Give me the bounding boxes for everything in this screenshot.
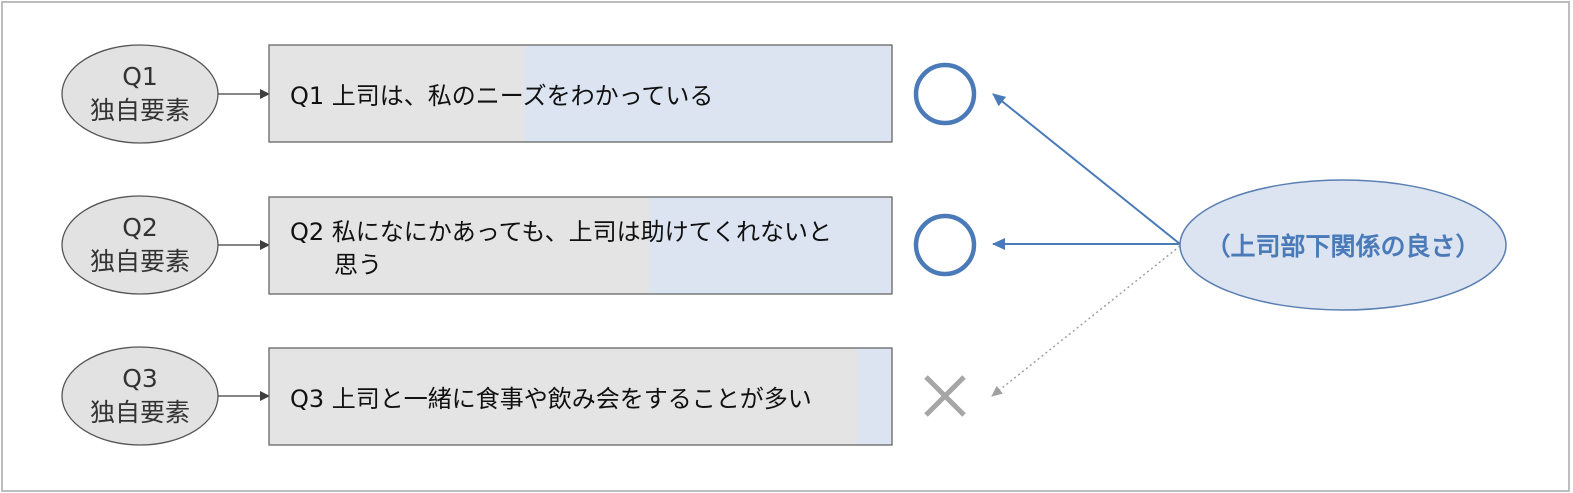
q1-node-sublabel: 独自要素 xyxy=(90,96,190,125)
common-factor-label: （上司部下関係の良さ） xyxy=(1205,232,1480,261)
common-factor-node xyxy=(1179,179,1507,311)
q2-question-text: Q2 私になにかあっても、上司は助けてくれないと xyxy=(290,218,832,246)
q2-unique-factor-node xyxy=(61,195,219,295)
q2-question-text-line2: 思う xyxy=(334,251,382,279)
question-row-q2: Q2 独自要素 Q2 私になにかあっても、上司は助けてくれないと 思う xyxy=(61,195,977,295)
q2-circle-mark xyxy=(913,213,977,277)
q3-question-box xyxy=(268,347,893,446)
q3-node-sublabel: 独自要素 xyxy=(90,398,190,427)
q1-node-label: Q1 xyxy=(122,62,158,91)
q2-node-label: Q2 xyxy=(122,213,158,242)
q1-unique-factor-node xyxy=(61,44,219,144)
q1-question-text: Q1 上司は、私のニーズをわかっている xyxy=(290,82,713,110)
q1-circle-mark xyxy=(913,62,977,126)
question-row-q3: Q3 独自要素 Q3 上司と一緒に食事や飲み会をすることが多い xyxy=(61,346,966,446)
q2-node-sublabel: 独自要素 xyxy=(90,247,190,276)
q1-question-box xyxy=(268,44,893,143)
q2-question-box xyxy=(268,196,893,295)
question-row-q1: Q1 独自要素 Q1 上司は、私のニーズをわかっている xyxy=(61,44,977,144)
q3-unique-factor-node xyxy=(61,346,219,446)
q3-question-text: Q3 上司と一緒に食事や飲み会をすることが多い xyxy=(290,385,812,413)
factor-arrow-to-q3 xyxy=(991,245,1181,397)
factor-arrow-to-q1 xyxy=(992,93,1181,245)
q3-cross-mark xyxy=(924,375,966,417)
q3-node-label: Q3 xyxy=(122,364,158,393)
